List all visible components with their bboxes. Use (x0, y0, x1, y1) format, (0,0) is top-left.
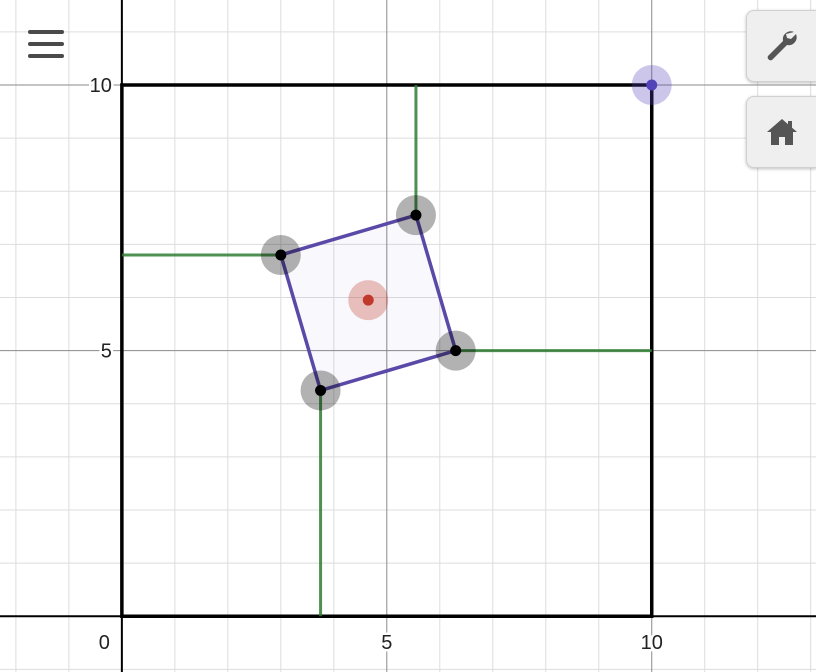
y-tick-label: 5 (101, 341, 112, 363)
y-tick-label: 10 (90, 75, 112, 97)
points (260, 64, 672, 411)
draggable-point (275, 249, 287, 261)
graph-settings-button[interactable] (746, 10, 816, 82)
x-tick-label: 10 (641, 632, 663, 654)
menu-button[interactable] (24, 24, 68, 64)
zoom-default-button[interactable] (746, 96, 816, 168)
draggable-point (410, 209, 422, 221)
center-point (362, 294, 374, 306)
draggable-point (450, 345, 462, 357)
x-tick-label: 5 (381, 632, 392, 654)
draggable-point (315, 384, 327, 396)
origin-label: 0 (99, 632, 110, 654)
corner-point (646, 79, 658, 91)
wrench-icon (767, 31, 797, 61)
home-icon (767, 119, 797, 145)
tick-labels: 0 5 10 5 10 (87, 72, 665, 656)
